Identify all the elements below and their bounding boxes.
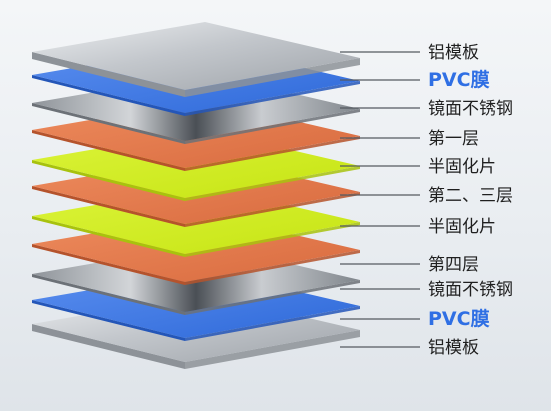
layer-1-left-edge: [32, 52, 185, 97]
layer-label-7: 半固化片: [428, 217, 496, 237]
layer-label-5: 半固化片: [428, 157, 496, 177]
layer-1-right-edge: [185, 58, 360, 97]
layer-label-1: 铝模板: [428, 43, 479, 63]
layer-3-left-edge: [32, 103, 185, 144]
layer-label-9: 镜面不锈钢: [428, 280, 513, 300]
layer-9-left-edge: [32, 274, 185, 315]
layer-label-4: 第一层: [428, 129, 479, 149]
layer-3-right-edge: [185, 109, 360, 144]
layer-label-11: 铝模板: [428, 338, 479, 358]
layer-label-10: PVC膜: [428, 307, 490, 330]
layer-6-left-edge: [32, 186, 185, 227]
layer-label-3: 镜面不锈钢: [428, 99, 513, 119]
layer-7-left-edge: [32, 216, 185, 257]
layer-5-right-edge: [185, 166, 360, 201]
layer-2-right-edge: [185, 81, 360, 116]
layer-4-right-edge: [185, 136, 360, 171]
layer-8-left-edge: [32, 244, 185, 285]
layer-8-right-edge: [185, 250, 360, 285]
layer-label-2: PVC膜: [428, 68, 490, 91]
layer-1-aluminum-sheet: [32, 22, 360, 90]
layer-11-left-edge: [32, 324, 185, 369]
layer-5-left-edge: [32, 160, 185, 201]
layer-10-left-edge: [32, 300, 185, 341]
layer-2-left-edge: [32, 75, 185, 116]
layer-4-left-edge: [32, 130, 185, 171]
layer-9-right-edge: [185, 280, 360, 315]
layer-label-8: 第四层: [428, 255, 479, 275]
layer-11-right-edge: [185, 330, 360, 369]
layer-label-6: 第二、三层: [428, 186, 513, 206]
layer-6-right-edge: [185, 192, 360, 227]
layer-10-right-edge: [185, 306, 360, 341]
layer-7-right-edge: [185, 222, 360, 257]
